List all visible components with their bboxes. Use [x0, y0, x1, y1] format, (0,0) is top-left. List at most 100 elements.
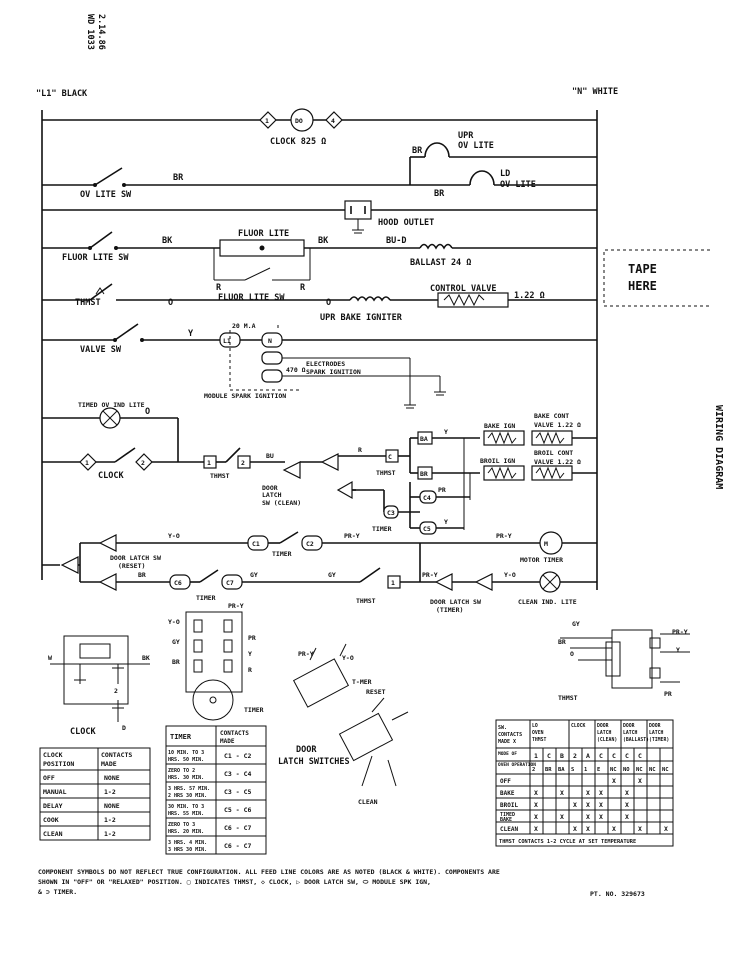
sw-table-mark: X [573, 825, 577, 833]
fluor-lite-label: FLUOR LITE [238, 229, 289, 239]
bake-cont-2: VALVE 1.22 Ω [534, 421, 581, 429]
spark-module-circuit: L1 N Y VALVE SW 20 M.A 470 Ω ELECTRODES … [42, 322, 597, 409]
sw-table-group-header: CLOCK [571, 723, 586, 729]
term-c1: C1 [252, 540, 260, 548]
wire-r-clean: R [358, 446, 362, 454]
clock-table-cell: DELAY [43, 802, 63, 810]
timer-table-cell: HRS. 30 MIN. [168, 775, 204, 781]
hood-outlet-label: HOOD OUTLET [378, 218, 434, 228]
sw-table-contact: B [560, 752, 564, 760]
wire-o-timed: O [145, 407, 150, 417]
thmst-detail-br: BR [558, 638, 566, 646]
broil-ign-label: BROIL IGN [480, 457, 515, 465]
header-doc-id: WD 1033 [85, 14, 95, 50]
sw-table-contact: E [597, 767, 600, 773]
sw-table-contact: NC [636, 767, 643, 773]
thmst-label: THMST [75, 298, 101, 308]
clock-table-header: CONTACTS [101, 751, 132, 759]
thmst-detail: GY BR O PR-Y Y PR THMST [558, 620, 690, 702]
sw-table-contact: C [638, 752, 642, 760]
wire-pry-3: PR-Y [422, 571, 438, 579]
sw-table-mark: X [625, 789, 629, 797]
clock-circuit: 1 DO 4 CLOCK 825 Ω [42, 108, 597, 147]
wire-bk-fluor: BK [162, 236, 173, 246]
svg-text:DO: DO [295, 117, 303, 125]
door-latch-clean-3: SW (CLEAN) [262, 499, 301, 507]
sw-table-group-header: OVEN [532, 730, 544, 736]
sw-table-mark: X [625, 801, 629, 809]
svg-text:4: 4 [331, 117, 335, 125]
sw-table-mark: X [534, 813, 538, 821]
timer-table-cell: ZERO TO 2 [168, 768, 195, 774]
wire-y-c5: Y [444, 518, 448, 526]
sw-table-contact: BA [558, 767, 565, 773]
sw-table-mode: MODE OF [498, 751, 517, 757]
clock-table-cell: MANUAL [43, 788, 67, 796]
wire-r-2: R [300, 283, 306, 293]
wire-o-1: O [168, 298, 173, 308]
timer-table-cell: 2 HRS 30 MIN. [168, 793, 207, 799]
sw-table-group-header: (CLEAN) [597, 737, 617, 743]
sw-table-mark: X [573, 801, 577, 809]
timer-detail-label: TIMER [244, 706, 264, 714]
timer-label-mid: TIMER [372, 525, 392, 533]
header-date: 2.14.86 [96, 14, 106, 50]
footer-line-1: COMPONENT SYMBOLS DO NOT REFLECT TRUE CO… [38, 868, 500, 876]
term-c: C [388, 453, 392, 461]
hood-outlet-circuit: HOOD OUTLET [42, 200, 597, 234]
timer-table-cell: C5 - C6 [224, 806, 251, 814]
sw-table-mode: BAKE [500, 790, 515, 797]
control-valve-ohm: 1.22 Ω [514, 291, 545, 301]
sw-table-mark: X [638, 777, 642, 785]
thmst-term-2: 2 [241, 459, 245, 467]
timed-ov-ind-lite-label: TIMED OV IND LITE [78, 401, 145, 409]
sw-table-note: THMST CONTACTS 1-2 CYCLE AT SET TEMPERAT… [499, 839, 636, 845]
timer-table-cell: HRS. 20 MIN. [168, 829, 204, 835]
door-latch-switches-1: DOOR [296, 745, 317, 755]
sw-table-mark: X [586, 825, 590, 833]
sw-table-group-header: THMST [532, 737, 547, 743]
clock-detail: W BK 2 D CLOCK [48, 635, 150, 737]
sw-table-mode: OVEN OPERATION [498, 762, 536, 768]
footer-line-2: SHOWN IN "OFF" OR "RELAXED" POSITION. ▢ … [38, 878, 431, 886]
dl-detail-pry: PR-Y [298, 650, 314, 658]
part-number: PT. NO. 329673 [590, 890, 645, 898]
ov-lite-sw-label: OV LITE SW [80, 190, 132, 200]
clock-table-cell: NONE [104, 774, 120, 782]
sw-table-group-header: LATCH [623, 730, 638, 736]
timer-table-header: TIMER [170, 733, 192, 741]
sw-table-contact: NC [662, 767, 669, 773]
term-c7: C7 [226, 579, 234, 587]
sw-table-contact: C [547, 752, 551, 760]
module-ohm: 470 Ω [286, 366, 306, 374]
side-title: WIRING DIAGRAM [713, 405, 724, 489]
wire-yo-1: Y-O [168, 532, 180, 540]
ld-ov-lite-label-1: LD [500, 169, 510, 179]
sw-table-mode: BROIL [500, 802, 518, 809]
sw-table-mark: X [638, 825, 642, 833]
bake-broil-circuit: 1 2 1 2 C BA BR [42, 401, 597, 535]
sw-table-mode: TIMED [500, 812, 515, 818]
sw-table-mark: X [560, 813, 564, 821]
wire-br-upr: BR [412, 146, 423, 156]
tape-here-1: TAPE [628, 262, 657, 276]
wire-pry-2: PR-Y [496, 532, 512, 540]
electrodes-1: ELECTRODES [306, 360, 345, 368]
sw-table-contact: 2 [532, 767, 535, 773]
n-supply-label: "N" WHITE [572, 87, 618, 97]
upr-ov-lite-label-1: UPR [458, 131, 474, 141]
clock-detail-label: CLOCK [70, 727, 96, 737]
term-c6: C6 [174, 579, 182, 587]
motor-timer-circuit: C1 C2 M DOOR LATCH SW (RESET) TIMER Y-O … [42, 531, 597, 582]
timer-table-header: CONTACTS [220, 730, 249, 737]
wire-bk-fluor2: BK [318, 236, 329, 246]
sw-table-title: SW. [498, 725, 507, 731]
dl-detail-tmer: T-MER [352, 678, 372, 686]
door-latch-reset-1: DOOR LATCH SW [110, 554, 161, 562]
sw-table-contact: NO [623, 767, 630, 773]
timer-label-c6: TIMER [196, 594, 216, 602]
door-latch-clean-2: LATCH [262, 491, 282, 499]
thmst-inner-label: THMST [210, 472, 230, 480]
sw-table-mark: X [586, 813, 590, 821]
